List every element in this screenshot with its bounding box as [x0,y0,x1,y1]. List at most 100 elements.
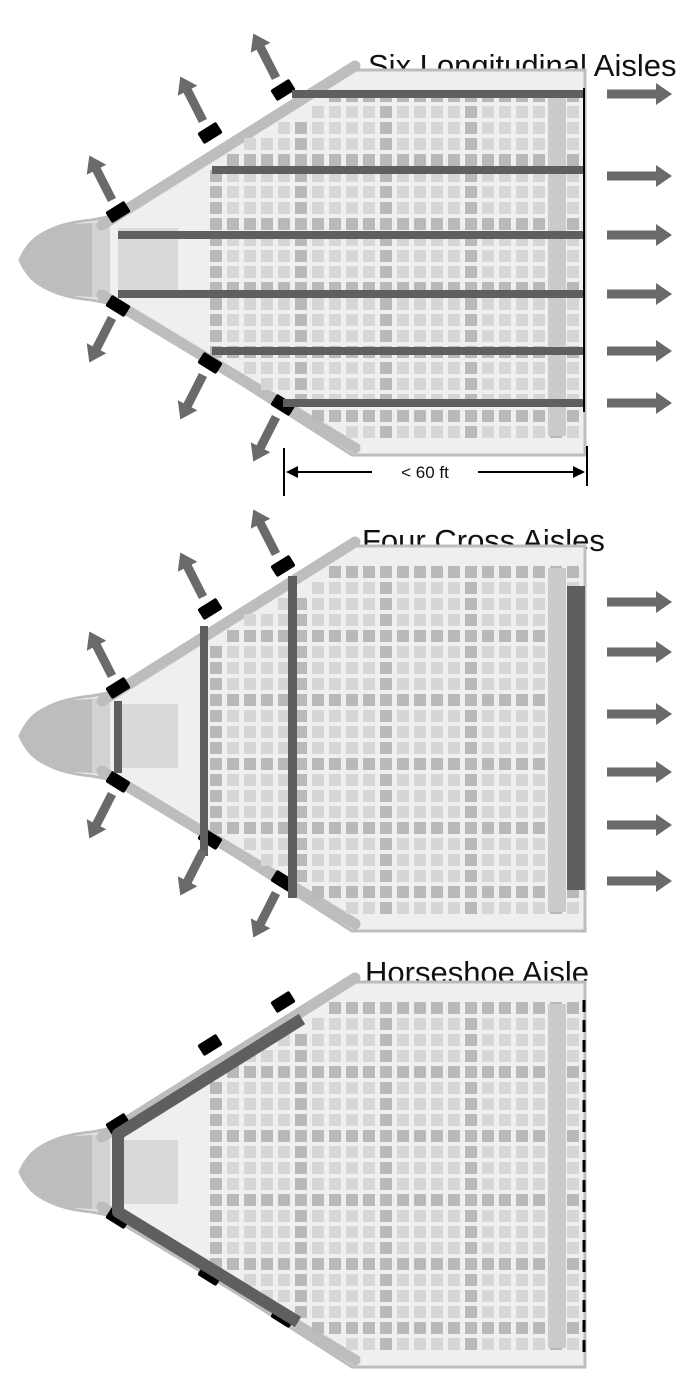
seat [227,710,239,722]
seat [244,1226,256,1238]
seat [278,598,290,610]
seat [516,1098,528,1110]
seat [533,1162,545,1174]
seat [533,694,545,706]
seat [533,1210,545,1222]
seat [465,1194,477,1206]
seat [363,266,375,278]
seat [227,1162,239,1174]
seat [431,1290,443,1302]
seat [431,822,443,834]
seat [329,1082,341,1094]
seat [380,1050,392,1062]
seat [567,378,579,390]
seat [329,790,341,802]
seat [363,598,375,610]
seat [227,1098,239,1110]
seat [516,154,528,166]
seat [346,614,358,626]
seat [482,838,494,850]
seat [465,710,477,722]
seat [533,1114,545,1126]
seat [380,726,392,738]
seat [363,1290,375,1302]
longitudinal-aisle [292,90,585,98]
seat [380,298,392,310]
seat [448,630,460,642]
seat [499,630,511,642]
seat [261,1242,273,1254]
seat [533,330,545,342]
seat [261,1146,273,1158]
seat [210,314,222,326]
seat [465,218,477,230]
seat [261,1274,273,1286]
seat [482,1018,494,1030]
seat [431,298,443,310]
seat [244,838,256,850]
longitudinal-aisle [118,231,585,239]
seat [312,1322,324,1334]
seat [516,298,528,310]
seat [567,1290,579,1302]
seat [499,742,511,754]
seat [448,582,460,594]
seat [482,790,494,802]
seat [465,314,477,326]
seat [295,870,307,882]
seat [414,1322,426,1334]
seat [346,806,358,818]
seat [482,1002,494,1014]
seat [567,1338,579,1350]
seat [380,646,392,658]
seat [414,806,426,818]
seat [465,678,477,690]
seat [499,410,511,422]
seat [346,1274,358,1286]
seat [380,1034,392,1046]
seat [516,1050,528,1062]
seat [346,838,358,850]
seat [482,218,494,230]
seat [346,1082,358,1094]
seat [533,1002,545,1014]
seat [346,1018,358,1030]
seat [482,822,494,834]
seat [499,838,511,850]
seat [482,1098,494,1110]
seat [261,1226,273,1238]
seat [533,202,545,214]
seat [261,138,273,150]
seat [346,1130,358,1142]
seat [567,1226,579,1238]
seat [295,822,307,834]
seat [346,202,358,214]
seat [499,106,511,118]
seat [380,106,392,118]
seat [499,902,511,914]
seat [533,410,545,422]
seat [516,1178,528,1190]
seat [244,1274,256,1286]
seat [363,1034,375,1046]
seat [312,298,324,310]
seat [363,1274,375,1286]
seat [465,410,477,422]
seat [414,758,426,770]
seat [465,298,477,310]
seat [312,678,324,690]
seat [244,646,256,658]
seat [363,1322,375,1334]
seat [516,1338,528,1350]
seat [278,806,290,818]
seat [312,1178,324,1190]
seat [448,1194,460,1206]
seat [278,710,290,722]
seat [312,1098,324,1110]
seat [363,582,375,594]
seat [363,1146,375,1158]
seat [329,1226,341,1238]
seat [227,1178,239,1190]
seat [431,742,443,754]
seat [516,1322,528,1334]
